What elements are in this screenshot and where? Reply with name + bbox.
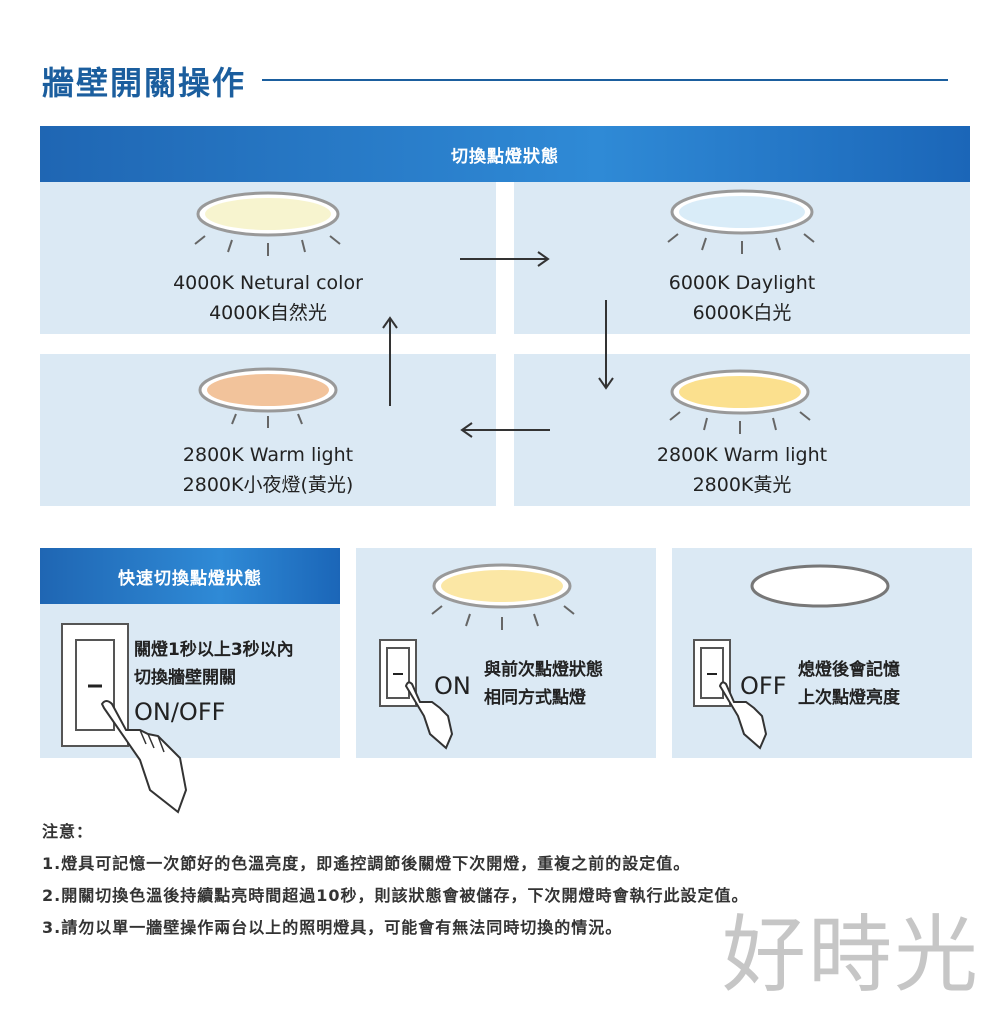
arrow-left-icon — [460, 422, 550, 438]
state-name-zh: 4000K自然光 — [209, 302, 327, 324]
off-text-line: 上次點燈亮度 — [798, 688, 900, 708]
hand-on-icon — [404, 681, 454, 750]
state-name-en: 6000K Daylight — [668, 272, 816, 294]
state-label-2800k-night: 2800K Warm light 2800K小夜燈(黃光) — [130, 440, 406, 500]
watermark: 好時光 — [721, 906, 980, 1004]
light-2800k-night-icon — [198, 367, 338, 428]
arrow-up-icon — [382, 316, 398, 406]
note-item: 2.開關切換色溫後持續點亮時間超過10秒，則該狀態會被儲存，下次開燈時會執行此設… — [42, 886, 749, 905]
state-label-6000k: 6000K Daylight 6000K白光 — [614, 268, 870, 328]
on-text-line: 相同方式點燈 — [484, 688, 586, 708]
quick-switch-instruction: 關燈1秒以上3秒以內 切換牆壁開關 — [134, 636, 334, 692]
on-label: ON — [434, 672, 471, 700]
light-4000k-icon — [194, 191, 341, 256]
light-2800k-warm-icon — [669, 369, 811, 434]
state-name-en: 4000K Netural color — [173, 272, 363, 294]
light-on-icon — [431, 563, 575, 630]
state-name-zh: 6000K白光 — [692, 302, 792, 324]
note-item: 1.燈具可記憶一次節好的色溫亮度，即遙控調節後關燈下次開燈，重複之前的設定值。 — [42, 854, 691, 873]
instruction-line: 切換牆壁開關 — [134, 668, 236, 688]
off-behavior-text: 熄燈後會記憶 上次點燈亮度 — [798, 656, 958, 712]
arrow-right-icon — [460, 251, 550, 267]
on-behavior-text: 與前次點燈狀態 相同方式點燈 — [484, 656, 644, 712]
off-label: OFF — [740, 672, 787, 700]
switch-section-header: 切換點燈狀態 — [40, 126, 970, 182]
wall-switch-off-icon — [693, 639, 731, 707]
state-label-4000k: 4000K Netural color 4000K自然光 — [140, 268, 396, 328]
light-off-icon — [750, 564, 890, 608]
state-name-en: 2800K Warm light — [656, 444, 828, 466]
state-name-zh: 2800K小夜燈(黃光) — [182, 474, 354, 496]
notes-heading: 注意： — [42, 822, 94, 841]
wall-switch-on-icon — [379, 639, 417, 707]
onoff-label: ON/OFF — [134, 698, 226, 726]
note-item: 3.請勿以單一牆壁操作兩台以上的照明燈具，可能會有無法同時切換的情況。 — [42, 918, 623, 937]
hand-off-icon — [718, 681, 768, 750]
light-6000k-icon — [667, 189, 815, 254]
instruction-line: 關燈1秒以上3秒以內 — [134, 640, 294, 660]
state-name-en: 2800K Warm light — [182, 444, 354, 466]
off-text-line: 熄燈後會記憶 — [798, 660, 900, 680]
on-text-line: 與前次點燈狀態 — [484, 660, 603, 680]
state-label-2800k-warm: 2800K Warm light 2800K黃光 — [614, 440, 870, 500]
state-name-zh: 2800K黃光 — [692, 474, 792, 496]
quick-section-header: 快速切換點燈狀態 — [40, 548, 340, 604]
hand-pointer-icon — [100, 700, 188, 814]
title-divider — [262, 79, 948, 81]
page-title: 牆壁開關操作 — [42, 64, 247, 102]
arrow-down-icon — [598, 300, 614, 390]
